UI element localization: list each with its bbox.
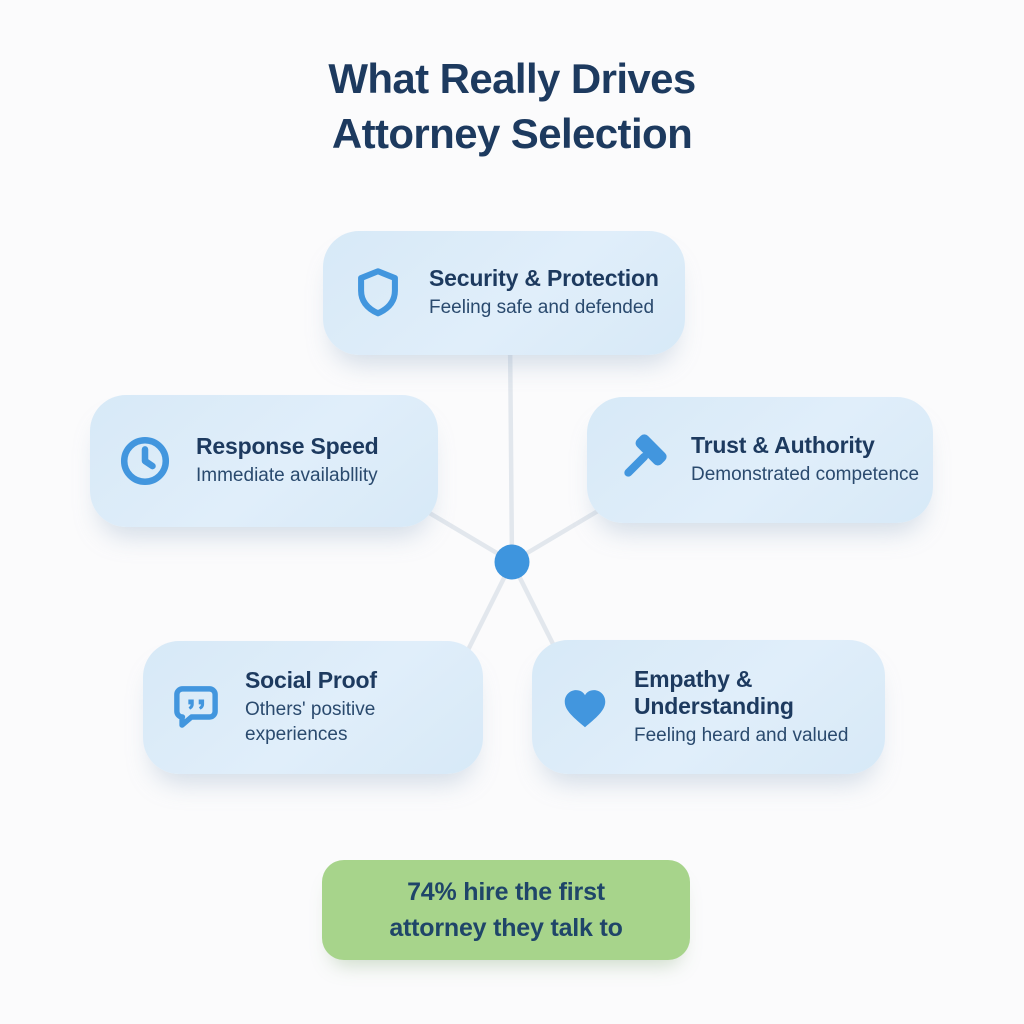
chat-quote-icon bbox=[169, 681, 223, 735]
card-title: Response Speed bbox=[196, 433, 379, 460]
connector-bottom-left bbox=[459, 559, 515, 665]
connector-right bbox=[509, 502, 611, 565]
card-title: Trust & Authority bbox=[691, 432, 875, 459]
card-security-protection: Security & Protection Feeling safe and d… bbox=[323, 231, 685, 355]
card-trust-authority: Trust & Authority Demonstrated competenc… bbox=[587, 397, 933, 523]
heart-icon bbox=[558, 680, 612, 734]
connector-bottom-right bbox=[509, 559, 563, 661]
page-title-line1: What Really Drives bbox=[328, 55, 696, 102]
clock-icon bbox=[116, 432, 174, 490]
connector-left bbox=[413, 502, 515, 565]
stat-banner: 74% hire the first attorney they talk to bbox=[322, 860, 690, 960]
page-title: What Really Drives Attorney Selection bbox=[0, 52, 1024, 161]
card-title: Social Proof bbox=[245, 667, 377, 694]
card-response-speed: Response Speed Immediate availabllity bbox=[90, 395, 438, 527]
card-social-proof: Social Proof Others' positive experience… bbox=[143, 641, 483, 774]
card-subtitle: Others' positive experiences bbox=[245, 699, 376, 746]
card-subtitle: Demonstrated competence bbox=[691, 464, 920, 486]
card-subtitle: Feeling safe and defended bbox=[429, 297, 655, 319]
connector-top bbox=[507, 332, 515, 565]
stat-line1: 74% hire the first bbox=[407, 877, 605, 906]
card-subtitle: Immediate availabllity bbox=[196, 465, 378, 487]
gavel-icon bbox=[613, 432, 669, 488]
card-empathy-understanding: Empathy & Understanding Feeling heard an… bbox=[532, 640, 885, 774]
card-title: Empathy & Understanding bbox=[634, 665, 794, 719]
stat-line2: attorney they talk to bbox=[389, 914, 623, 942]
page-title-line2: Attorney Selection bbox=[331, 109, 693, 157]
hub-node bbox=[494, 544, 530, 580]
card-title: Security & Protection bbox=[429, 265, 659, 292]
shield-icon bbox=[349, 264, 407, 322]
card-subtitle: Feeling heard and valued bbox=[634, 724, 849, 746]
